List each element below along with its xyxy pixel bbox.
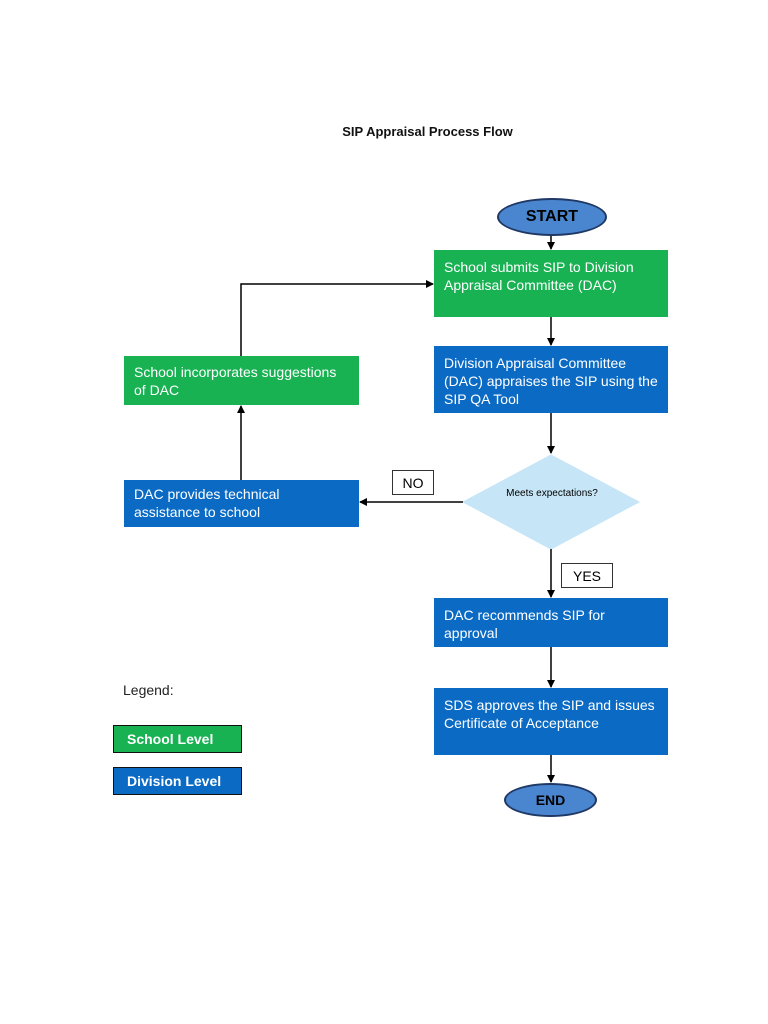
- page-title: SIP Appraisal Process Flow: [342, 124, 513, 139]
- dac-appraises-box: Division Appraisal Committee (DAC) appra…: [434, 346, 668, 413]
- yes-label: YES: [561, 563, 613, 588]
- decision-label: Meets expectations?: [506, 488, 598, 499]
- decision-diamond: [461, 454, 641, 550]
- arrow-incorporate-to-submit: [240, 280, 434, 356]
- school-incorporates-box: School incorporates suggestions of DAC: [124, 356, 359, 405]
- legend-division-level: Division Level: [113, 767, 242, 795]
- dac-assistance-box: DAC provides technical assistance to sch…: [124, 480, 359, 527]
- legend-school-level: School Level: [113, 725, 242, 753]
- dac-recommends-box: DAC recommends SIP for approval: [434, 598, 668, 647]
- no-label: NO: [392, 470, 434, 495]
- sds-approves-box: SDS approves the SIP and issues Certific…: [434, 688, 668, 755]
- start-terminal: START: [497, 198, 607, 236]
- legend-title: Legend:: [123, 682, 174, 698]
- end-terminal: END: [504, 783, 597, 817]
- submit-sip-box: School submits SIP to Division Appraisal…: [434, 250, 668, 317]
